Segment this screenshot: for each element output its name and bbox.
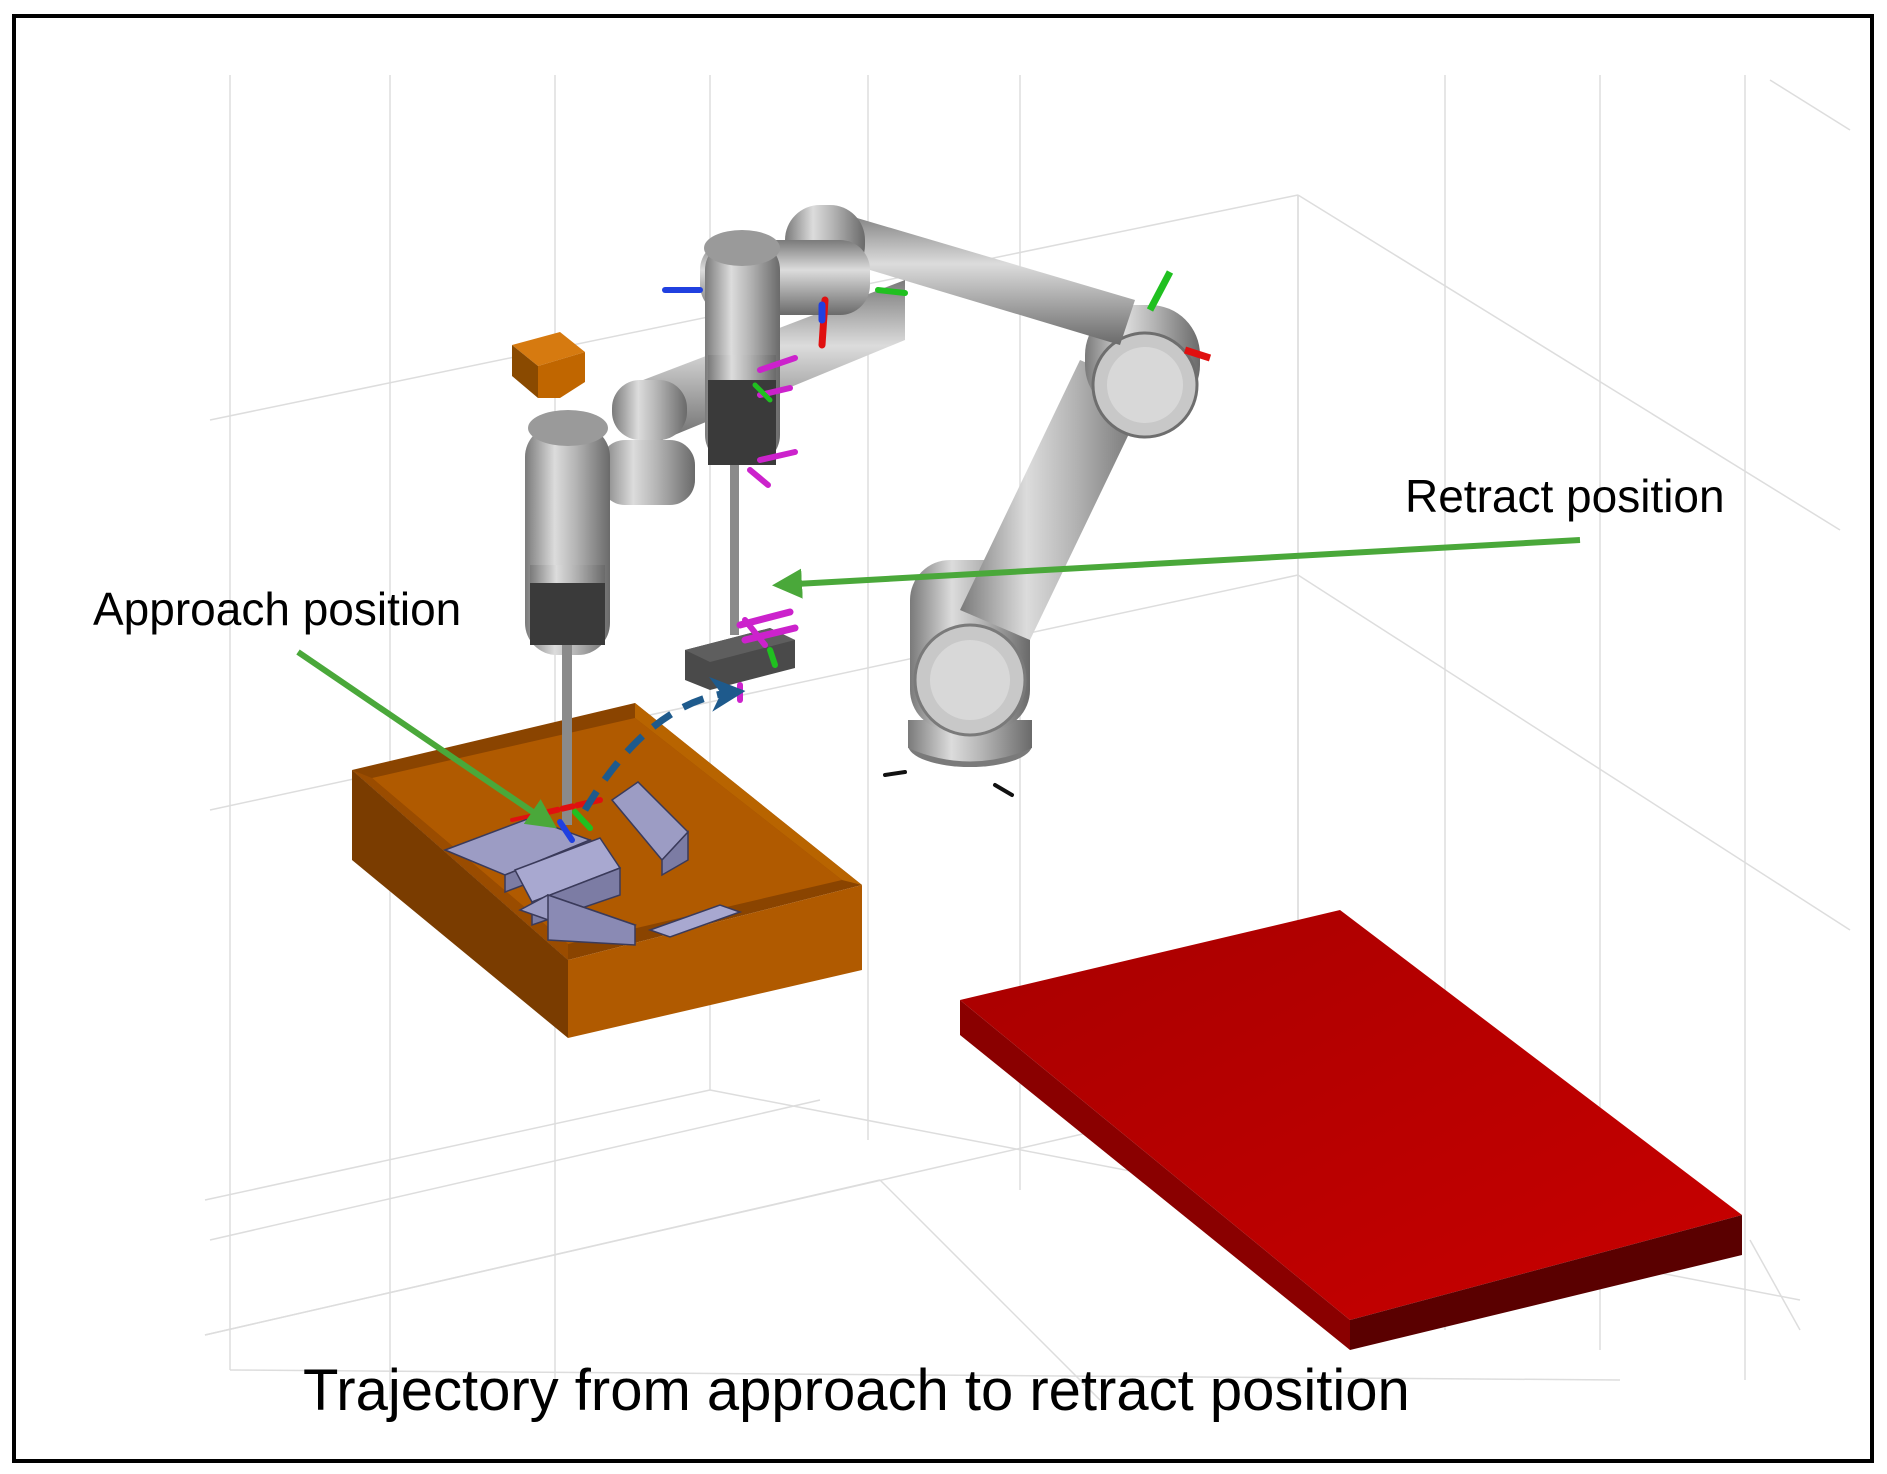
trajectory-path	[581, 676, 746, 812]
red-pallet	[960, 910, 1742, 1350]
approach-pointer-arrow	[296, 649, 557, 829]
robot-arm-retract-wrist	[685, 230, 870, 690]
bin-parts	[442, 781, 743, 946]
figure-caption: Trajectory from approach to retract posi…	[303, 1358, 1410, 1423]
approach-position-label: Approach position	[93, 583, 461, 635]
floating-orange-block	[512, 332, 585, 398]
retract-position-label: Retract position	[1405, 470, 1725, 522]
orange-bin	[352, 703, 862, 1038]
retract-pointer-arrow	[772, 537, 1581, 599]
